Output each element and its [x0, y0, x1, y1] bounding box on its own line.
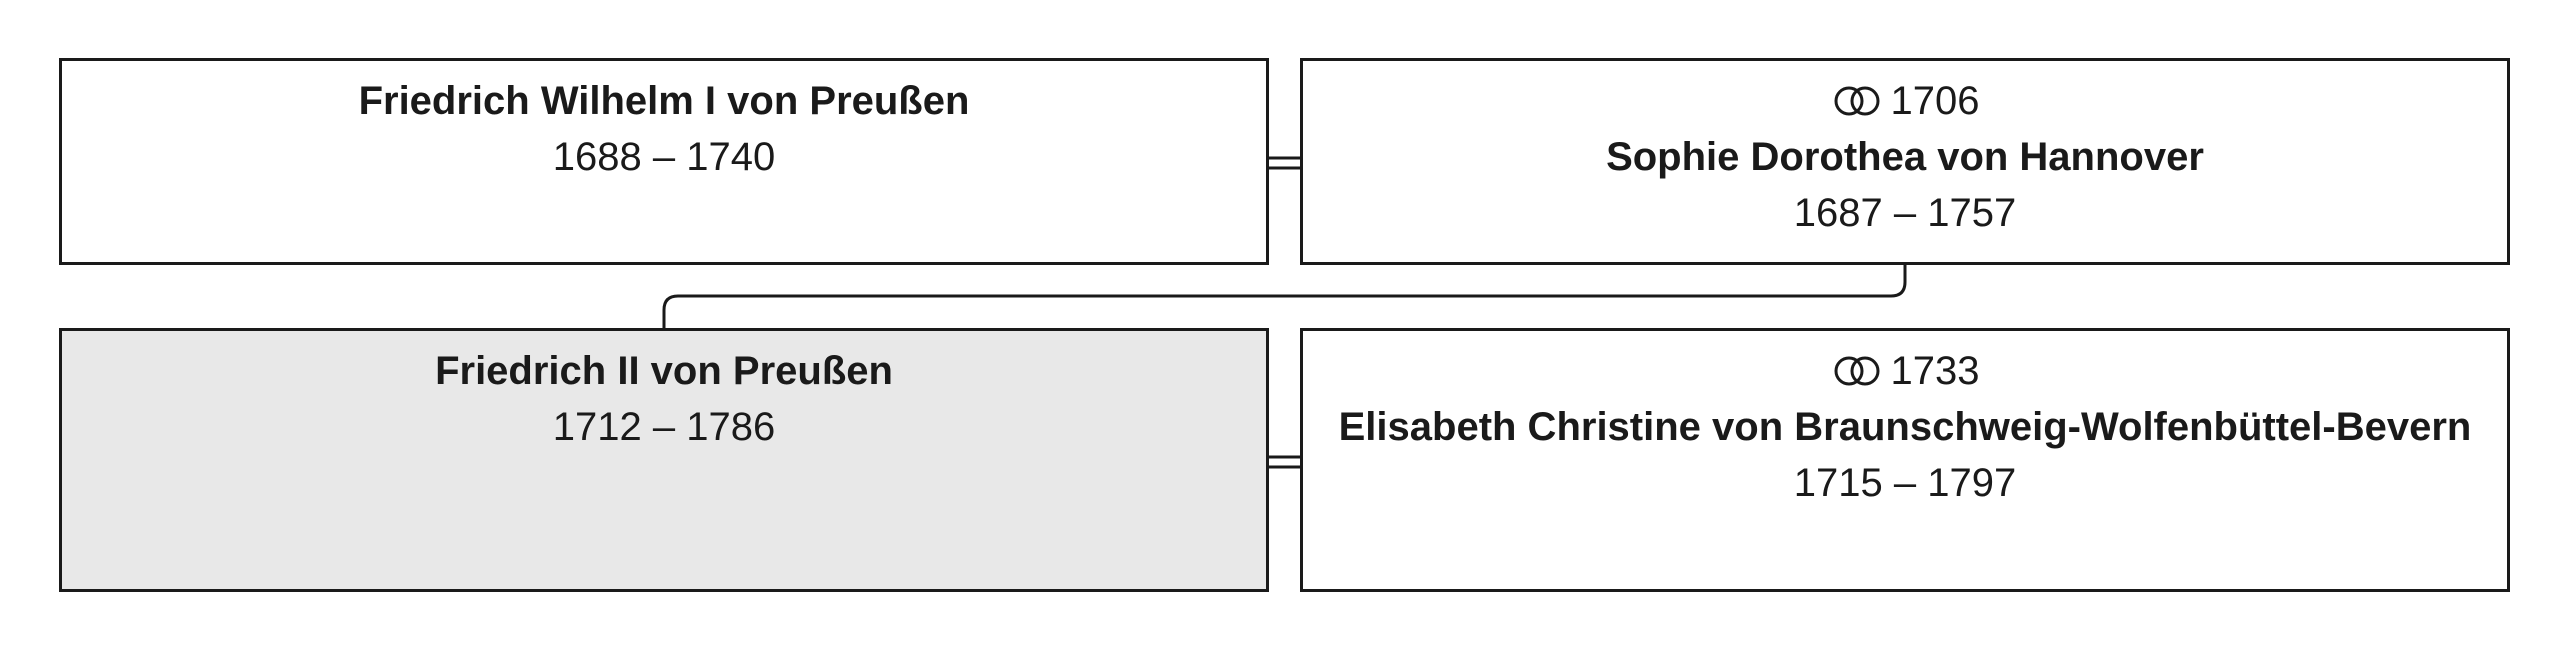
person-card-spouse[interactable]: 1733 Elisabeth Christine von Braunschwei… — [1300, 328, 2510, 592]
person-name: Friedrich Wilhelm I von Preußen — [358, 79, 970, 123]
person-dates: 1715 – 1797 — [1793, 461, 2017, 505]
person-card-selected[interactable]: Friedrich II von Preußen 1712 – 1786 — [59, 328, 1269, 592]
marriage-info: 1706 — [1831, 73, 1980, 129]
marriage-year: 1706 — [1890, 79, 1980, 123]
person-name: Friedrich II von Preußen — [435, 349, 893, 393]
descent-connector — [662, 265, 1907, 328]
person-name: Sophie Dorothea von Hannover — [1606, 135, 2204, 179]
person-dates: 1687 – 1757 — [1793, 191, 2017, 235]
person-dates: 1688 – 1740 — [552, 135, 776, 179]
person-card-father[interactable]: Friedrich Wilhelm I von Preußen 1688 – 1… — [59, 58, 1269, 265]
wedding-rings-icon — [1834, 356, 1879, 386]
person-name: Elisabeth Christine von Braunschweig-Wol… — [1338, 405, 2472, 449]
marriage-info: 1733 — [1831, 343, 1980, 399]
main-marriage-connector — [1269, 455, 1300, 469]
parents-marriage-connector — [1269, 156, 1300, 170]
person-dates: 1712 – 1786 — [552, 405, 776, 449]
person-card-mother[interactable]: 1706 Sophie Dorothea von Hannover 1687 –… — [1300, 58, 2510, 265]
marriage-year: 1733 — [1890, 349, 1980, 393]
wedding-rings-icon — [1834, 86, 1879, 116]
